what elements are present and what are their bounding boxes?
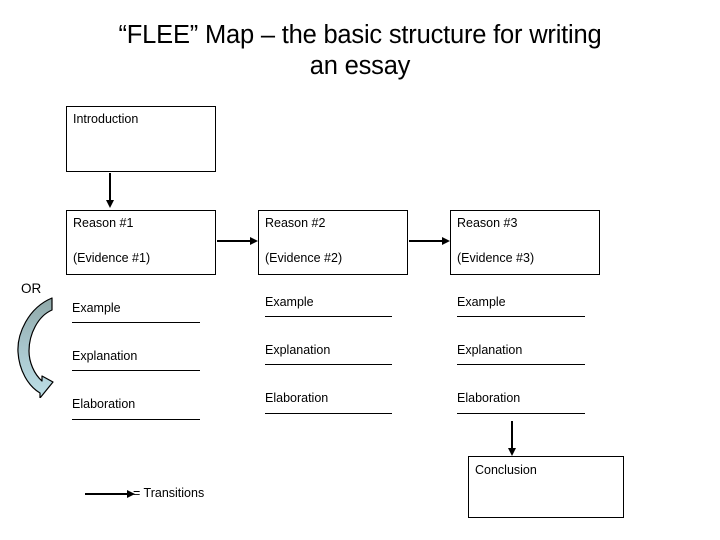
reason-1-box[interactable]: Reason #1 (Evidence #1): [66, 210, 216, 275]
reason-2-label: Reason #2: [265, 216, 326, 230]
arrow-right-icon-reason1-to-reason2: [217, 237, 258, 245]
curved-down-arrow-icon: [17, 297, 54, 398]
flee-column-1-example: Example: [72, 301, 121, 315]
reason-2-evidence-label: (Evidence #2): [265, 251, 343, 265]
flee-column-3-elaboration: Elaboration: [457, 391, 521, 405]
flee-column-1-example-rule: [72, 322, 200, 323]
flee-column-2-explanation-rule: [265, 364, 392, 365]
flee-column-3-example: Example: [457, 295, 506, 309]
reason-3-label: Reason #3: [457, 216, 518, 230]
conclusion-box-label: Conclusion: [475, 463, 537, 477]
flee-column-3-explanation: Explanation: [457, 343, 523, 357]
flee-column-2-example: Example: [265, 295, 314, 309]
arrow-right-icon-reason2-to-reason3: [409, 237, 450, 245]
flee-column-2-example-rule: [265, 316, 392, 317]
introduction-box-label: Introduction: [73, 112, 139, 126]
introduction-box[interactable]: Introduction: [66, 106, 216, 172]
flee-column-2-elaboration-rule: [265, 413, 392, 414]
flee-column-3-explanation-rule: [457, 364, 585, 365]
legend-label: = Transitions: [133, 486, 205, 500]
flee-column-1-elaboration-rule: [72, 419, 200, 420]
flee-column-1-explanation: Explanation: [72, 349, 138, 363]
arrow-down-icon-intro-to-reason1: [106, 173, 114, 208]
reason-3-evidence-label: (Evidence #3): [457, 251, 535, 265]
reason-3-box[interactable]: Reason #3 (Evidence #3): [450, 210, 600, 275]
legend-arrow-right-icon: [85, 490, 135, 498]
flee-column-3-elaboration-rule: [457, 413, 585, 414]
flee-column-1-elaboration: Elaboration: [72, 397, 136, 411]
conclusion-box[interactable]: Conclusion: [468, 456, 624, 518]
flee-column-2-elaboration: Elaboration: [265, 391, 329, 405]
reason-2-box[interactable]: Reason #2 (Evidence #2): [258, 210, 408, 275]
flee-column-1-explanation-rule: [72, 370, 200, 371]
arrow-down-icon-elaboration-to-conclusion: [508, 421, 516, 456]
reason-1-label: Reason #1: [73, 216, 134, 230]
flee-column-3-example-rule: [457, 316, 585, 317]
page-title: “FLEE” Map – the basic structure for wri…: [118, 21, 602, 80]
or-label: OR: [21, 281, 42, 296]
reason-1-evidence-label: (Evidence #1): [73, 251, 151, 265]
flee-column-2-explanation: Explanation: [265, 343, 331, 357]
